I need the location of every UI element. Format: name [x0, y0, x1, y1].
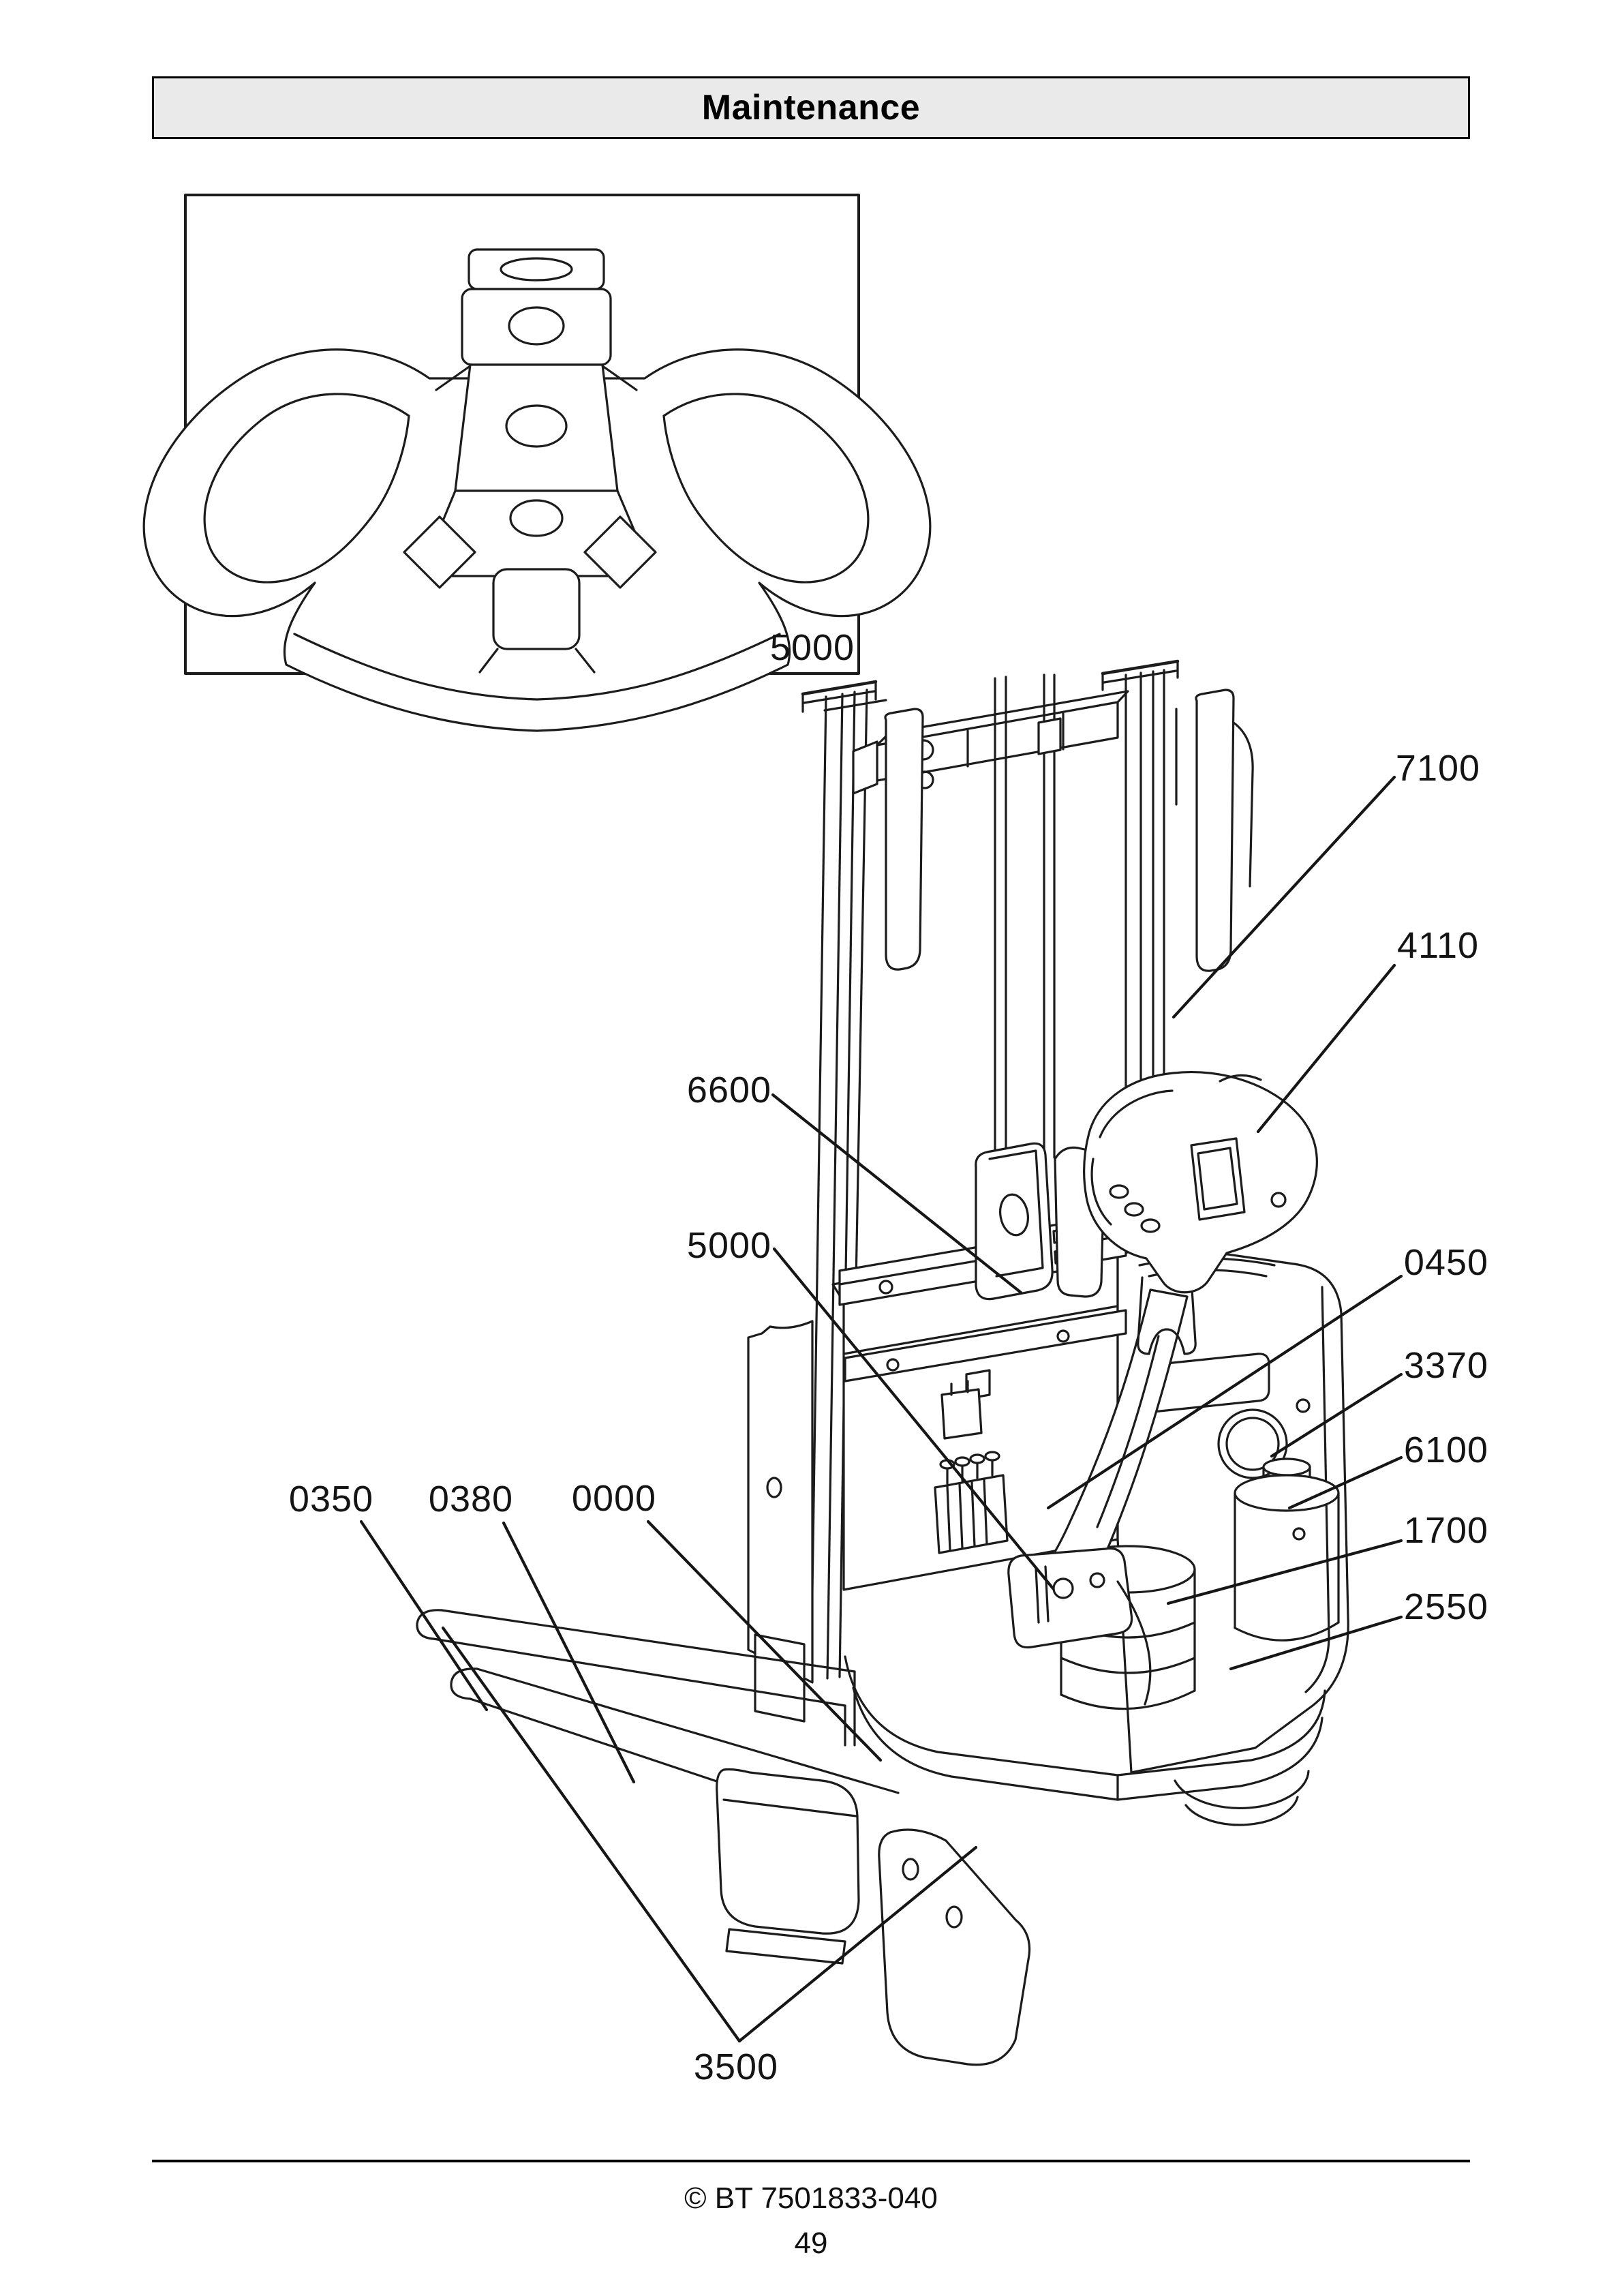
callout-3370: 3370 [1403, 1345, 1489, 1386]
footer-page-number: 49 [794, 2226, 828, 2260]
callout-0450: 0450 [1403, 1242, 1489, 1283]
callout-0350: 0350 [288, 1479, 374, 1520]
callout-0000: 0000 [571, 1478, 657, 1519]
callout-6100: 6100 [1403, 1430, 1489, 1470]
tiller-head-inset-illustration [142, 194, 932, 732]
machine-illustration [416, 659, 1349, 2066]
callout-7100: 7100 [1395, 748, 1481, 789]
callout-0380: 0380 [428, 1479, 514, 1520]
footer-copyright: © BT 7501833-040 [684, 2181, 938, 2215]
page-title: Maintenance [701, 88, 921, 127]
callout-3500: 3500 [693, 2046, 779, 2087]
callout-1700: 1700 [1403, 1510, 1489, 1551]
callout-2550: 2550 [1403, 1586, 1489, 1627]
callout-leader-lines [359, 775, 1403, 2043]
inset-callout-5000: 5000 [769, 627, 855, 668]
callout-5000: 5000 [686, 1225, 772, 1266]
callout-4110: 4110 [1396, 925, 1480, 966]
callout-6600: 6600 [686, 1070, 772, 1111]
header-bar: Maintenance [152, 76, 1470, 139]
footer-rule [152, 2160, 1470, 2162]
